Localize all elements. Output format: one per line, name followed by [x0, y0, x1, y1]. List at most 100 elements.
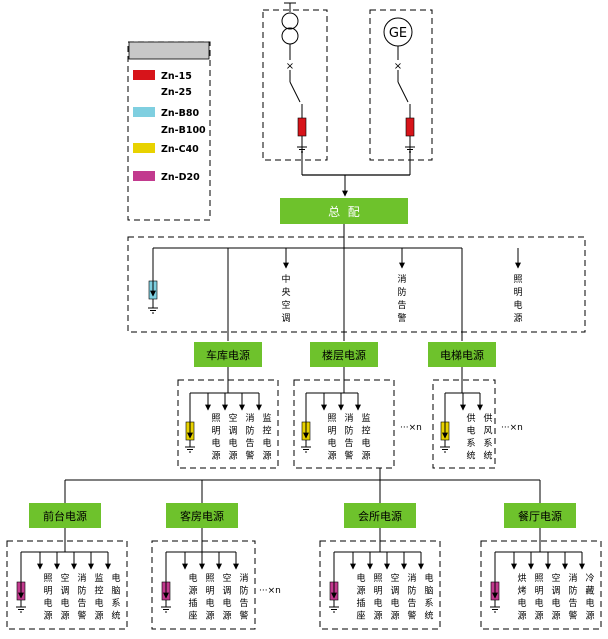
- load-label: 供电系统: [466, 412, 475, 462]
- load-label: 消防告警: [407, 572, 416, 622]
- level2-box: [194, 342, 262, 367]
- ground-icon: [297, 146, 307, 153]
- breaker-mark-icon: ×: [286, 61, 294, 72]
- main-load-label: 中央空调: [281, 273, 290, 324]
- multiplier-label: ···×n: [400, 423, 422, 433]
- ground-icon: [490, 606, 500, 613]
- main-loads-frame: [127, 236, 586, 333]
- load-label: 空调电源: [551, 572, 560, 622]
- load-label: 电脑系统: [424, 572, 433, 622]
- level2-label: 电梯电源: [440, 348, 484, 362]
- transformer-source: ×: [262, 2, 328, 175]
- multiplier-label: ···×n: [501, 423, 523, 433]
- load-label: 电脑系统: [111, 572, 120, 622]
- load-label: 空调电源: [228, 412, 237, 462]
- switch-blade-icon: [289, 81, 301, 103]
- transformer-icon: [281, 12, 299, 30]
- main-distribution-box: [280, 198, 408, 224]
- level3-label: 餐厅电源: [518, 509, 562, 523]
- surge-protector-zn15: [405, 117, 415, 137]
- load-label: 空调电源: [390, 572, 399, 622]
- load-label: 消防告警: [245, 412, 254, 462]
- level2-box: [428, 342, 496, 367]
- level3-frame: [480, 540, 602, 630]
- level3-frame: [151, 540, 256, 630]
- level3-label: 会所电源: [358, 509, 402, 523]
- legend-swatch-zn-c40: [133, 143, 155, 153]
- surge-protector-zn15: [297, 117, 307, 137]
- level2-label: 车库电源: [206, 348, 250, 362]
- load-label: 烘烤电源: [517, 572, 526, 622]
- legend-swatch-zn-15: [133, 70, 155, 80]
- level3-box: [166, 503, 238, 528]
- legend-swatch-zn-d20: [133, 171, 155, 181]
- load-label: 监控电源: [94, 572, 103, 622]
- main-drops: [283, 248, 521, 269]
- generator-source: GE ×: [369, 9, 433, 175]
- load-label: 电源插座: [188, 572, 197, 622]
- load-label: 电源插座: [356, 572, 365, 622]
- ground-icon: [185, 446, 195, 453]
- load-label: 照明电源: [205, 573, 214, 622]
- ground-icon: [405, 146, 415, 153]
- ground-icon: [16, 606, 26, 613]
- generator-label: GE: [389, 26, 407, 41]
- load-label: 监控电源: [361, 412, 370, 462]
- level2-box: [310, 342, 378, 367]
- load-label: 空调电源: [222, 572, 231, 622]
- level3-box: [29, 503, 101, 528]
- level2-label: 楼层电源: [322, 348, 366, 362]
- level3-box: [504, 503, 576, 528]
- switch-blade-icon: [397, 81, 409, 103]
- legend-label: Zn-B100: [161, 125, 206, 136]
- load-label: 照明电源: [534, 573, 543, 622]
- ground-icon: [301, 446, 311, 453]
- load-label: 监控电源: [262, 412, 271, 462]
- level2-frame: [432, 379, 496, 469]
- ground-icon: [148, 307, 158, 314]
- load-label: 冷藏电源: [585, 572, 594, 622]
- load-label: 消防告警: [344, 412, 353, 462]
- level3-frame: [6, 540, 128, 630]
- transformer-icon-lower: [281, 27, 299, 45]
- load-label: 消防告警: [239, 572, 248, 622]
- level3-groups: 前台电源照明电源空调电源消防告警监控电源电脑系统客房电源电源插座照明电源空调电源…: [6, 468, 602, 630]
- legend-label: Zn-25: [161, 87, 192, 98]
- legend-header: [128, 41, 210, 60]
- ground-icon: [329, 606, 339, 613]
- load-label: 空调电源: [60, 572, 69, 622]
- main-load-label: 照明电源: [513, 274, 522, 324]
- main-load-label: 消防告警: [397, 273, 406, 324]
- ground-icon: [440, 446, 450, 453]
- legend-label: Zn-C40: [161, 144, 199, 155]
- legend-label: Zn-D20: [161, 172, 200, 183]
- load-label: 照明电源: [373, 573, 382, 622]
- load-label: 消防告警: [568, 572, 577, 622]
- load-label: 供风系统: [483, 412, 492, 462]
- level3-label: 前台电源: [43, 509, 87, 523]
- level3-box: [344, 503, 416, 528]
- legend-label: Zn-15: [161, 71, 192, 82]
- breaker-mark-icon: ×: [394, 61, 402, 72]
- level2-groups: 车库电源照明电源空调电源消防告警监控电源楼层电源照明电源消防告警监控电源···×…: [177, 248, 523, 469]
- legend-label: Zn-B80: [161, 108, 199, 119]
- ground-icon: [161, 606, 171, 613]
- main-distribution-label: 总 配: [328, 205, 360, 219]
- level3-label: 客房电源: [180, 509, 224, 523]
- load-label: 照明电源: [211, 413, 220, 462]
- legend-swatch-zn-b80: [133, 107, 155, 117]
- multiplier-label: ···×n: [259, 586, 281, 596]
- generator-frame: [369, 9, 433, 161]
- load-label: 照明电源: [43, 573, 52, 622]
- transformer-frame: [262, 9, 328, 161]
- load-label: 消防告警: [77, 572, 86, 622]
